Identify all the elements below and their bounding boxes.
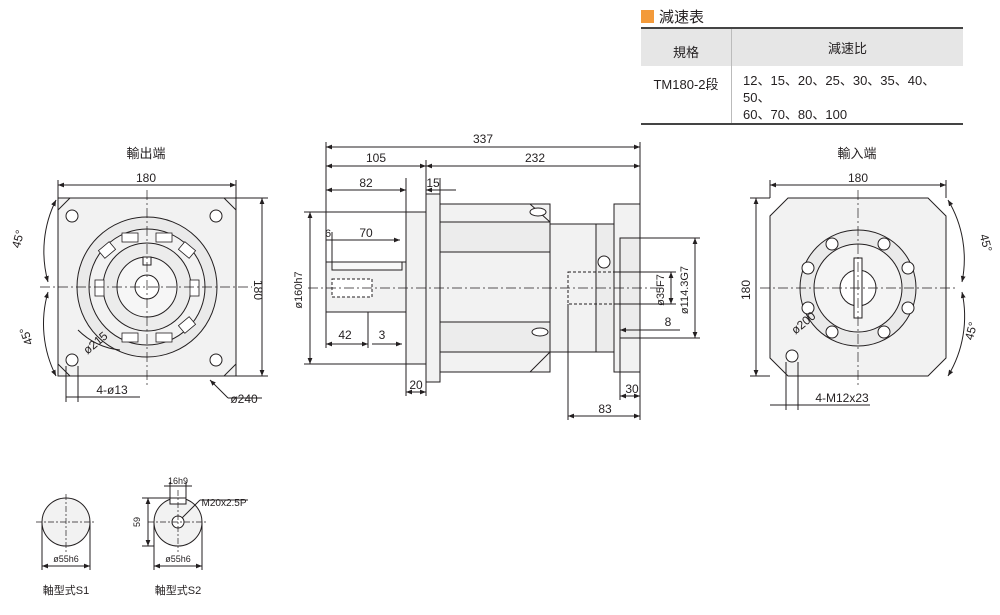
shaft-s1-label: 軸型式S1 [43, 583, 89, 597]
mount-hole [785, 349, 799, 363]
out-angle-bottom: 45° [16, 325, 35, 347]
in-angle-bottom: 45° [962, 320, 980, 341]
output-end-view: 輸出端 [9, 146, 268, 406]
shaft-length-dim: 82 [359, 176, 373, 190]
out-diag-dim: ø240 [230, 392, 258, 406]
in-holes-dim: 4-M12x23 [815, 391, 869, 405]
out-width-dim: 180 [136, 171, 156, 185]
mount-hole [209, 209, 223, 223]
input-bore-dim: ø35F7 [655, 274, 667, 306]
dim-83: 83 [598, 402, 612, 416]
input-end-view: 輸入端 180 180 45° 45° ø200 4-M12x23 [739, 146, 995, 410]
s1-dia-dim: ø55h6 [53, 554, 79, 564]
s2-height-dim: 59 [132, 517, 142, 527]
ratio-table-grid: 規格 減速比 TM180-2段 12、15、20、25、30、35、40、50、… [641, 27, 963, 125]
rear-length-dim: 232 [525, 151, 545, 165]
col-header-spec: 規格 [641, 27, 732, 66]
table-heading: 減速表 [641, 6, 963, 26]
col-header-ratio: 減速比 [731, 27, 963, 66]
mount-hole [65, 353, 79, 367]
small-3-dim: 3 [379, 328, 386, 342]
dim-8: 8 [665, 315, 672, 329]
key-length-dim: 70 [359, 226, 373, 240]
input-pilot-dim: ø114.3G7 [679, 266, 691, 314]
s2-thread-dim: M20x2.5P [201, 498, 246, 509]
flange-thk-dim: 15 [426, 176, 440, 190]
shaft-type-s1: ø55h6 軸型式S1 [36, 494, 96, 597]
orange-square-icon [641, 9, 654, 23]
out-angle-top: 45° [9, 228, 27, 249]
key-offset-dim: 6 [325, 228, 331, 240]
s2-dia-dim: ø55h6 [165, 554, 191, 564]
ratios-line-1: 12、15、20、25、30、35、40、50、 [743, 73, 936, 105]
thread-depth-dim: 42 [338, 328, 352, 342]
mount-hole [209, 353, 223, 367]
shaft-type-s2: 16h9 59 M20x2.5P ø55h6 軸型式S2 [132, 476, 248, 597]
out-height-dim: 180 [251, 280, 265, 300]
shaft-s2-label: 軸型式S2 [155, 583, 201, 597]
in-angle-top: 45° [977, 232, 995, 253]
total-length-dim: 337 [473, 132, 493, 146]
table-title: 減速表 [659, 8, 705, 26]
reduction-ratio-table: 減速表 規格 減速比 TM180-2段 12、15、20、25、30、35、40… [641, 6, 963, 125]
output-end-label: 輸出端 [126, 146, 165, 161]
pilot-dia-dim: ø160h7 [293, 271, 305, 308]
ratios-cell: 12、15、20、25、30、35、40、50、 60、70、80、100 [731, 66, 963, 125]
model-cell: TM180-2段 [641, 66, 732, 125]
s2-key-dim: 16h9 [168, 476, 188, 486]
flange-20-dim: 20 [409, 378, 423, 392]
dim-30: 30 [625, 382, 639, 396]
ratios-line-2: 60、70、80、100 [743, 107, 848, 122]
front-length-dim: 105 [366, 151, 386, 165]
table-row: TM180-2段 12、15、20、25、30、35、40、50、 60、70、… [641, 66, 963, 125]
side-view: 337 105 232 82 15 6 70 ø160h7 42 3 20 ø3… [293, 132, 700, 420]
in-width-dim: 180 [848, 171, 868, 185]
input-end-label: 輸入端 [837, 146, 876, 161]
out-holes-dim: 4-ø13 [96, 383, 128, 397]
mount-hole [65, 209, 79, 223]
in-height-dim: 180 [739, 280, 753, 300]
